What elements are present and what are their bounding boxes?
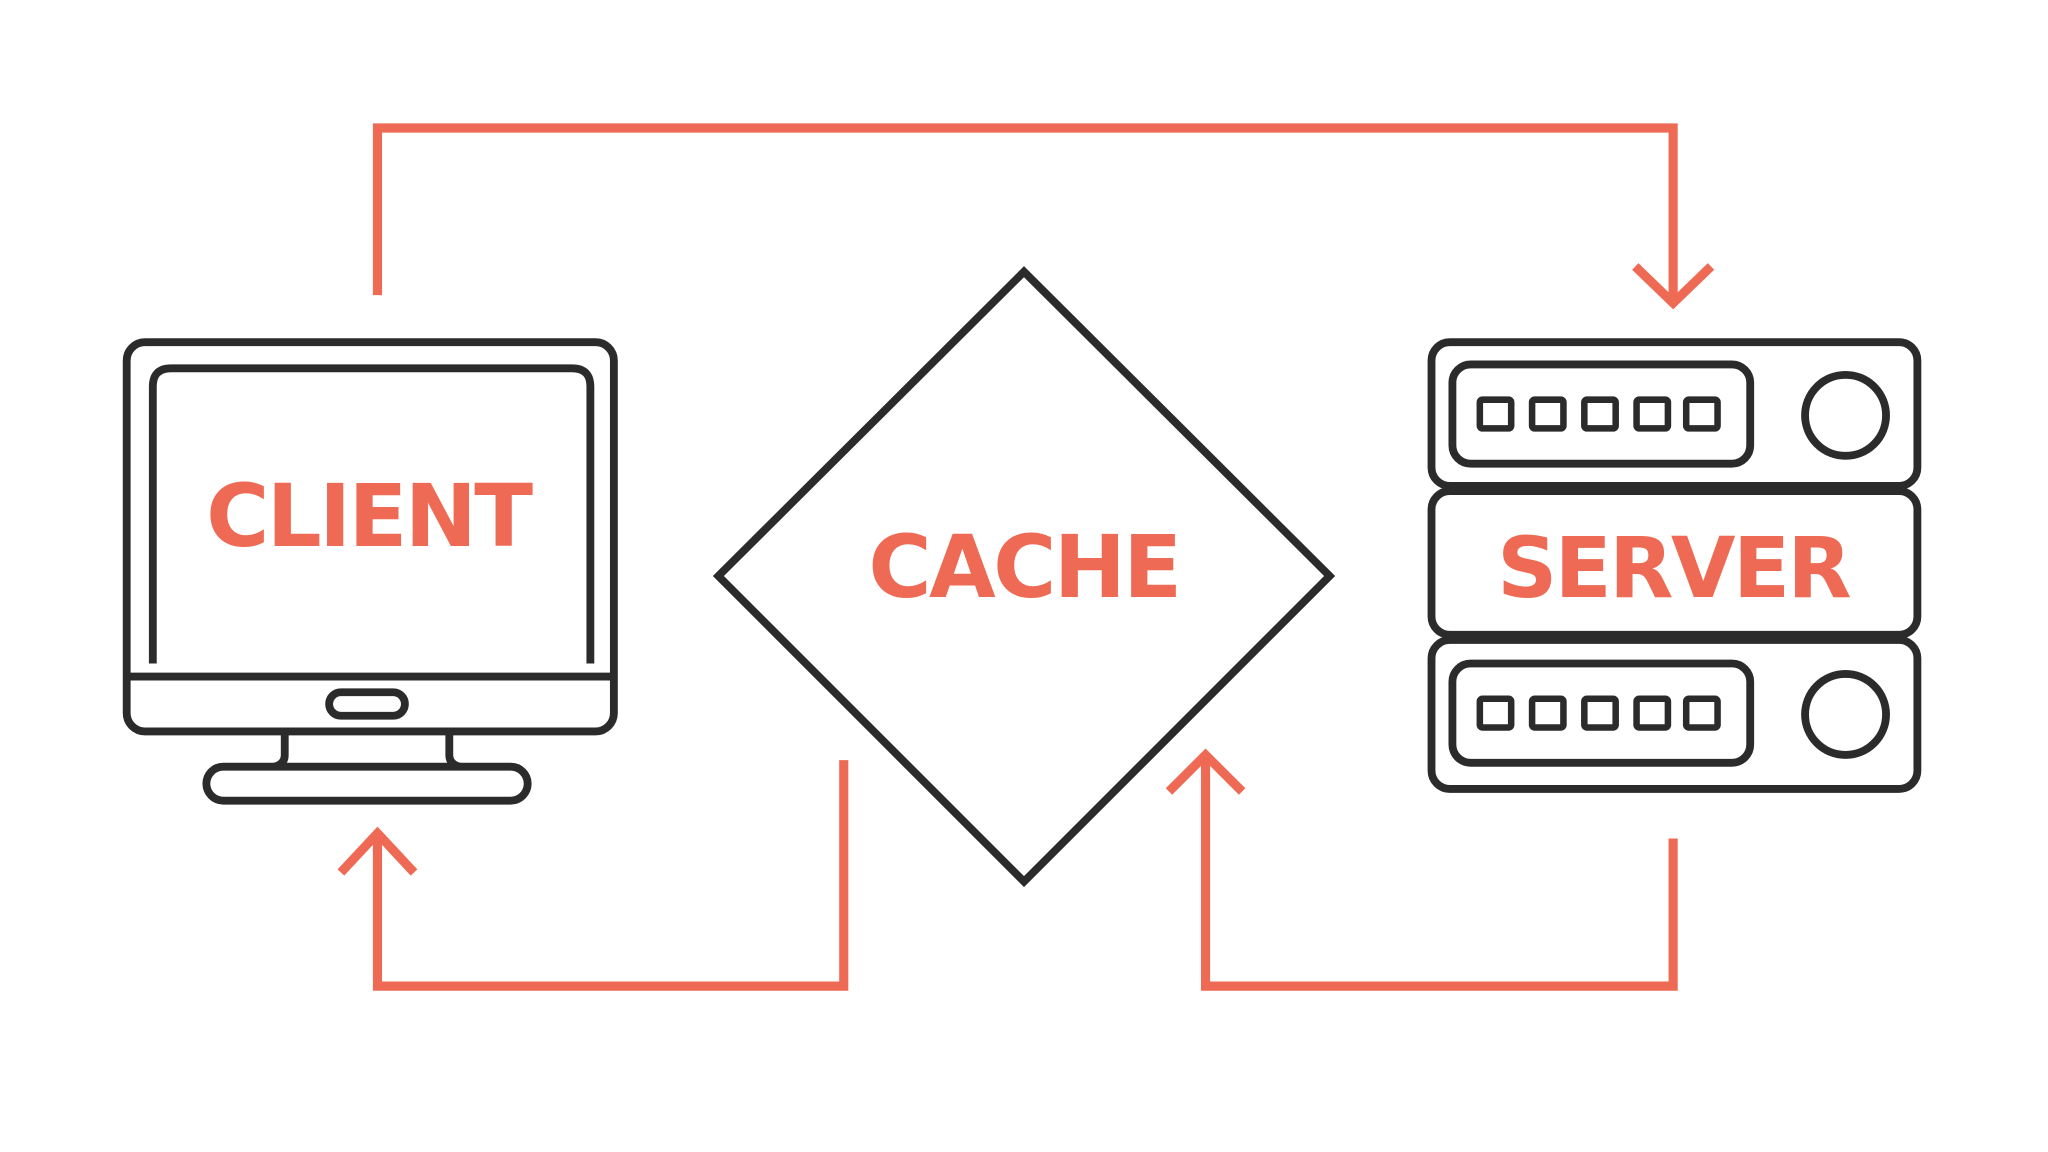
server-unit-2 xyxy=(1427,487,1922,639)
server-label: SERVER xyxy=(1497,519,1850,617)
arrow-head-down-server xyxy=(1632,263,1715,310)
client-label: CLIENT xyxy=(206,467,533,567)
monitor-button xyxy=(325,688,409,720)
arrow-head-up-cache xyxy=(1165,748,1246,795)
arrow-cache-to-client xyxy=(372,760,849,991)
server-unit-1-leds xyxy=(1476,396,1721,432)
server-rack-icon xyxy=(1427,338,1922,490)
arrow-server-to-cache xyxy=(1200,757,1678,991)
cache-label: CACHE xyxy=(868,518,1179,618)
monitor-icon xyxy=(122,338,618,736)
client-node xyxy=(122,338,618,805)
monitor-stand-base xyxy=(202,762,532,805)
monitor-neck xyxy=(273,734,461,771)
server-unit-3-power-icon xyxy=(1801,670,1890,759)
flow-arrows xyxy=(337,123,1715,991)
server-unit-1-panel xyxy=(1448,360,1755,468)
arrow-head-up-client xyxy=(337,826,418,876)
cache-diamond xyxy=(712,266,1336,888)
server-unit-1-power-icon xyxy=(1801,370,1890,460)
monitor-screen xyxy=(148,364,595,664)
server-unit-3-leds xyxy=(1476,695,1721,731)
server-node xyxy=(1427,338,1922,793)
server-unit-3-panel xyxy=(1448,659,1755,767)
server-unit-3 xyxy=(1427,636,1922,793)
arrow-client-to-server xyxy=(372,123,1678,298)
